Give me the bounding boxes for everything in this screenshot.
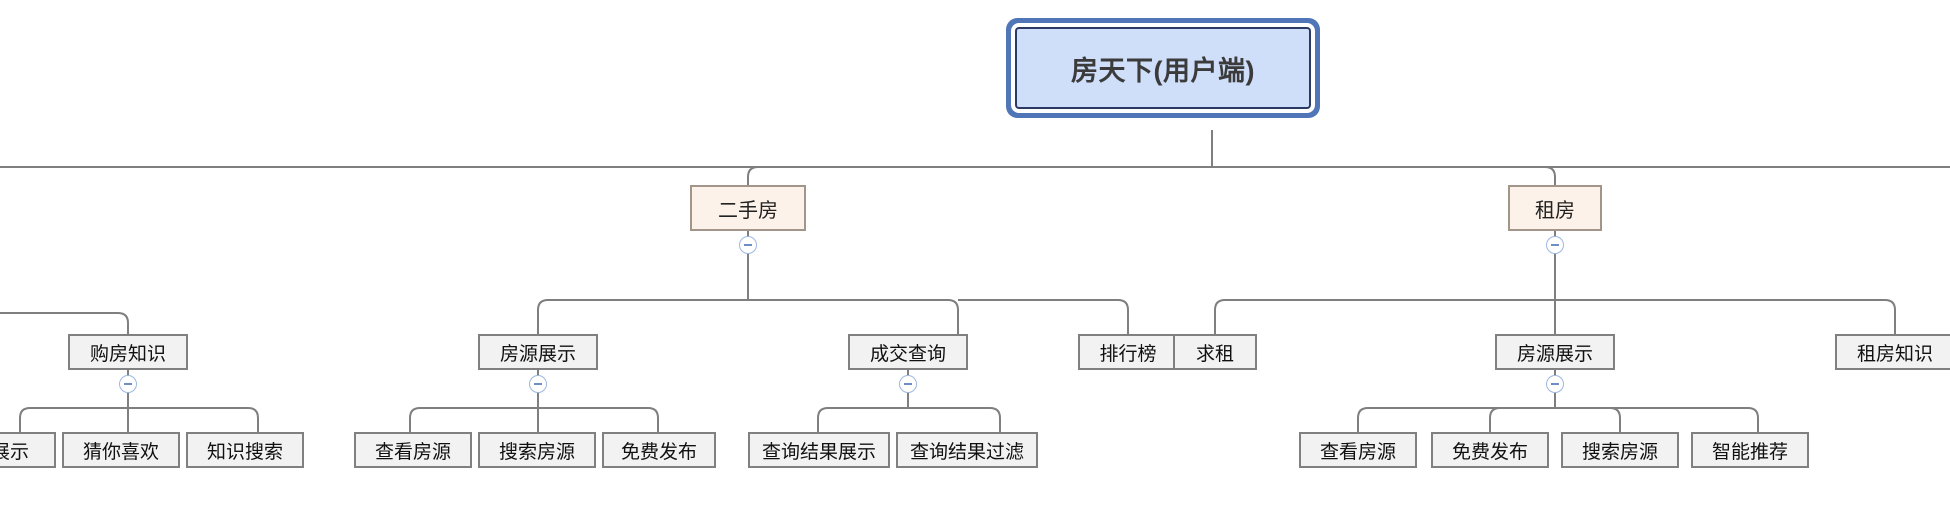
node-fangyuanzhanshi-zufang-label: 房源展示 — [1516, 343, 1593, 365]
node-zhanshi[interactable]: 展示 — [0, 432, 56, 468]
node-root[interactable]: 房天下(用户端) — [1015, 27, 1311, 109]
node-mianfeifabu-zufang-label: 免费发布 — [1451, 441, 1528, 463]
node-mianfeifabu-ershoufang-label: 免费发布 — [620, 441, 697, 463]
node-zhishisousuo-label: 知识搜索 — [206, 441, 283, 463]
node-root-label: 房天下(用户端) — [1071, 55, 1255, 86]
edge-goufang-fan — [19, 407, 259, 432]
node-goufangzhishi[interactable]: 购房知识 — [68, 334, 188, 370]
edge-fys2-branch-b — [1489, 407, 1555, 432]
node-fangyuanzhanshi-ershoufang[interactable]: 房源展示 — [478, 334, 598, 370]
node-goufangzhishi-label: 购房知识 — [89, 343, 166, 365]
node-zhishisousuo[interactable]: 知识搜索 — [186, 432, 304, 468]
node-chaxunjieguoguolv[interactable]: 查询结果过滤 — [896, 432, 1038, 468]
node-chakanfangyuan-ershoufang[interactable]: 查看房源 — [354, 432, 472, 468]
node-zufangzhishi[interactable]: 租房知识 — [1835, 334, 1950, 370]
node-ershoufang-label: 二手房 — [718, 199, 778, 222]
node-zhanshi-label: 展示 — [0, 441, 29, 463]
collapse-toggle-zufang[interactable] — [1546, 236, 1564, 254]
node-chakanfangyuan-ershoufang-label: 查看房源 — [374, 441, 451, 463]
node-cainixihuan-label: 猜你喜欢 — [82, 441, 159, 463]
edge-spine-to-zufang — [1544, 166, 1556, 185]
edge-ershoufang-fan — [537, 299, 959, 335]
node-ershoufang[interactable]: 二手房 — [690, 185, 806, 231]
node-chaxunjieguozhanshi-label: 查询结果展示 — [761, 441, 876, 463]
node-chengjiaochaxun-label: 成交查询 — [869, 343, 946, 365]
node-qiuzu-label: 求租 — [1195, 343, 1234, 365]
edge-offscreen-to-goufangzhishi — [0, 312, 129, 335]
node-qiuzu[interactable]: 求租 — [1173, 334, 1257, 370]
edge-zufang-fan — [1214, 299, 1896, 335]
node-paihangbang[interactable]: 排行榜 — [1078, 334, 1178, 370]
node-paihangbang-label: 排行榜 — [1099, 343, 1157, 365]
edge-ershoufang-fan-right — [958, 299, 1129, 335]
node-sousuofangyuan-ershoufang[interactable]: 搜索房源 — [478, 432, 596, 468]
collapse-toggle-ershoufang[interactable] — [739, 236, 757, 254]
node-chakanfangyuan-zufang[interactable]: 查看房源 — [1299, 432, 1417, 468]
node-zufang-label: 租房 — [1535, 199, 1575, 222]
collapse-toggle-fangyuanzhanshi-ershoufang[interactable] — [529, 375, 547, 393]
node-chengjiaochaxun[interactable]: 成交查询 — [848, 334, 968, 370]
node-sousuofangyuan-ershoufang-label: 搜索房源 — [498, 441, 575, 463]
node-zhinengtuijian-label: 智能推荐 — [1711, 441, 1788, 463]
node-zhinengtuijian[interactable]: 智能推荐 — [1691, 432, 1809, 468]
edge-spine-to-ershoufang — [747, 166, 778, 185]
collapse-toggle-goufangzhishi[interactable] — [119, 375, 137, 393]
edge-chengjiao-fan — [817, 407, 1001, 432]
collapse-toggle-fangyuanzhanshi-zufang[interactable] — [1546, 375, 1564, 393]
edge-fys2-branch-c — [1555, 407, 1621, 432]
edge-fys2-fan — [1357, 407, 1759, 432]
edge-fys1-fan — [409, 407, 659, 432]
collapse-toggle-chengjiaochaxun[interactable] — [899, 375, 917, 393]
node-fangyuanzhanshi-zufang[interactable]: 房源展示 — [1495, 334, 1615, 370]
node-fangyuanzhanshi-ershoufang-label: 房源展示 — [499, 343, 576, 365]
node-cainixihuan[interactable]: 猜你喜欢 — [62, 432, 180, 468]
node-zufangzhishi-label: 租房知识 — [1856, 343, 1933, 365]
node-sousuofangyuan-zufang[interactable]: 搜索房源 — [1561, 432, 1679, 468]
node-sousuofangyuan-zufang-label: 搜索房源 — [1581, 441, 1658, 463]
node-mianfeifabu-zufang[interactable]: 免费发布 — [1431, 432, 1549, 468]
node-chaxunjieguoguolv-label: 查询结果过滤 — [909, 441, 1024, 463]
node-mianfeifabu-ershoufang[interactable]: 免费发布 — [602, 432, 716, 468]
node-chaxunjieguozhanshi[interactable]: 查询结果展示 — [748, 432, 890, 468]
node-chakanfangyuan-zufang-label: 查看房源 — [1319, 441, 1396, 463]
node-zufang[interactable]: 租房 — [1508, 185, 1602, 231]
